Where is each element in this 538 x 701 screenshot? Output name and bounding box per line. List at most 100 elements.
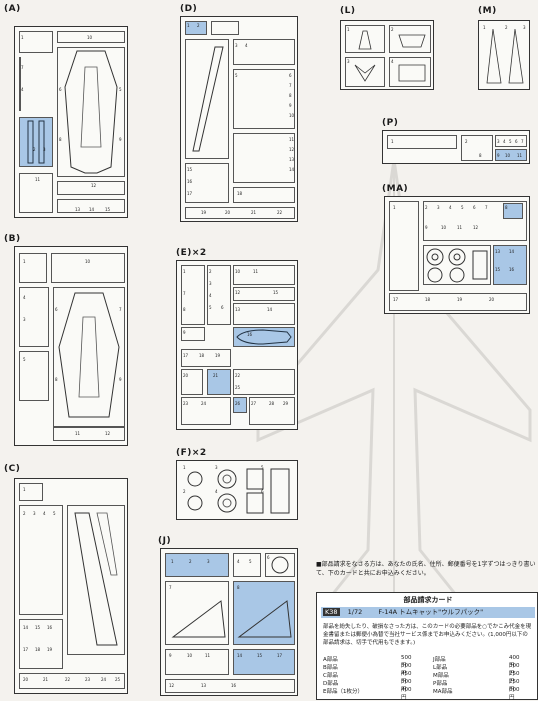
part-cell — [233, 133, 295, 183]
part-cell-highlighted — [185, 21, 207, 35]
part-cell — [19, 483, 43, 501]
part-number: 7 — [169, 585, 172, 590]
part-cell-highlighted — [493, 245, 527, 285]
part-cell — [233, 553, 261, 577]
price-part: P部品 — [433, 681, 448, 687]
part-number: 3 — [209, 281, 212, 286]
part-number: 14 — [89, 207, 95, 212]
product-line: K38 1/72 F-14A トムキャット"ウルフパック" — [321, 607, 535, 618]
part-number: 8 — [505, 205, 508, 210]
order-note: 部品を紛失したり、破損なさった方は、このカードの必要部品を○でかこみ代金を現金書… — [323, 624, 532, 646]
part-cell — [19, 253, 47, 283]
price-row-right: P部品 250円 — [433, 679, 520, 693]
price-part: B部品 — [323, 665, 338, 671]
part-number: 19 — [201, 210, 207, 215]
part-number: 13 — [289, 157, 295, 162]
part-cell — [165, 581, 229, 645]
part-number: 5 — [249, 559, 252, 564]
part-number: 9 — [169, 653, 172, 658]
part-number: 4 — [23, 295, 26, 300]
product-scale: 1/72 — [347, 608, 363, 616]
price-value: 500円 — [401, 663, 412, 677]
part-number: 20 — [225, 210, 231, 215]
part-number: 20 — [183, 373, 189, 378]
part-number: 3 — [23, 317, 26, 322]
part-number: 16 — [509, 267, 515, 272]
part-number: 16 — [231, 683, 237, 688]
part-number: 9 — [497, 153, 500, 158]
part-number: 8 — [289, 93, 292, 98]
part-number: 3 — [437, 205, 440, 210]
part-number: 9 — [119, 377, 122, 382]
part-number: 12 — [235, 290, 241, 295]
part-number: 16 — [247, 332, 253, 337]
canopy-disc-icon — [271, 556, 289, 574]
sprue-l-label: (L) — [340, 6, 356, 16]
part-cell-highlighted — [207, 369, 231, 395]
part-number: 2 — [33, 147, 36, 152]
part-number: 1 — [391, 139, 394, 144]
sprue-a-label: (A) — [4, 4, 21, 14]
part-number: 15 — [257, 653, 263, 658]
part-number: 3 — [43, 147, 46, 152]
price-part: E部品（1枚分） — [323, 689, 363, 695]
sprue-l: 1 2 3 4 — [340, 20, 434, 90]
part-cell — [185, 163, 229, 203]
part-number: 25 — [235, 385, 241, 390]
sprue-j-label: (J) — [158, 536, 172, 546]
part-cell — [461, 135, 493, 161]
part-number: 3 — [33, 511, 36, 516]
price-row-right: J部品 400円 — [433, 655, 520, 669]
part-cell-fuselage — [57, 47, 125, 177]
part-number: 13 — [495, 249, 501, 254]
sprue-m: 1 2 3 — [478, 20, 530, 90]
part-cell-highlighted — [165, 553, 229, 577]
part-number: 2 — [209, 269, 212, 274]
part-number: 19 — [457, 297, 463, 302]
part-cell — [19, 31, 53, 53]
part-cell-highlighted — [503, 203, 523, 219]
part-number: 21 — [251, 210, 257, 215]
part-number: 7 — [289, 83, 292, 88]
part-number: 9 — [425, 225, 428, 230]
part-cell — [181, 327, 205, 341]
clear-panel-parts-icon — [486, 28, 524, 84]
part-number: 28 — [269, 401, 275, 406]
part-number: 15 — [273, 290, 279, 295]
part-number: 19 — [215, 353, 221, 358]
order-card-box: 部品請求カード K38 1/72 F-14A トムキャット"ウルフパック" 部品… — [316, 592, 538, 701]
order-instructions: ■部品請求をなさる方は、あなたの氏名、住所、郵便番号を1字ずつはっきり書いて、下… — [316, 561, 536, 577]
part-number: 1 — [483, 25, 486, 30]
part-number: 15 — [187, 167, 193, 172]
sprue-c: 1 2 3 4 5 14 15 16 17 18 19 20 21 22 23 … — [14, 478, 128, 694]
part-number: 22 — [277, 210, 283, 215]
part-number: 17 — [277, 653, 283, 658]
part-number: 2 — [391, 27, 394, 32]
part-number: 2 — [465, 139, 468, 144]
sprue-e-label: (E)×2 — [176, 248, 207, 258]
part-number: 5 — [23, 357, 26, 362]
part-cell — [19, 619, 63, 669]
part-number: 4 — [237, 559, 240, 564]
price-row-right: M部品 250円 — [433, 671, 520, 685]
price-value: 500円 — [401, 655, 412, 669]
sprue-p-label: (P) — [382, 118, 399, 128]
part-number: 2 — [23, 511, 26, 516]
part-number: 10 — [187, 653, 193, 658]
part-number: 21 — [43, 677, 49, 682]
part-number: 2 — [197, 23, 200, 28]
part-number: 5 — [209, 305, 212, 310]
price-value: 400円 — [401, 687, 412, 701]
part-number: 3 — [207, 559, 210, 564]
part-number: 6 — [267, 555, 270, 560]
part-cell — [387, 135, 457, 149]
part-number: 6 — [515, 139, 518, 144]
sprue-d: 1 2 3 4 5 6 7 8 9 10 11 12 13 14 15 16 1… — [180, 16, 298, 222]
part-cell — [233, 187, 295, 203]
part-number: 6 — [221, 305, 224, 310]
part-number: 6 — [55, 307, 58, 312]
part-cell — [19, 287, 49, 347]
part-number: 5 — [53, 511, 56, 516]
price-row-right: MA部品 600円 — [433, 687, 520, 701]
sprue-ma: 1 2 3 4 5 6 7 8 9 10 11 12 13 14 15 16 1… — [384, 196, 530, 314]
